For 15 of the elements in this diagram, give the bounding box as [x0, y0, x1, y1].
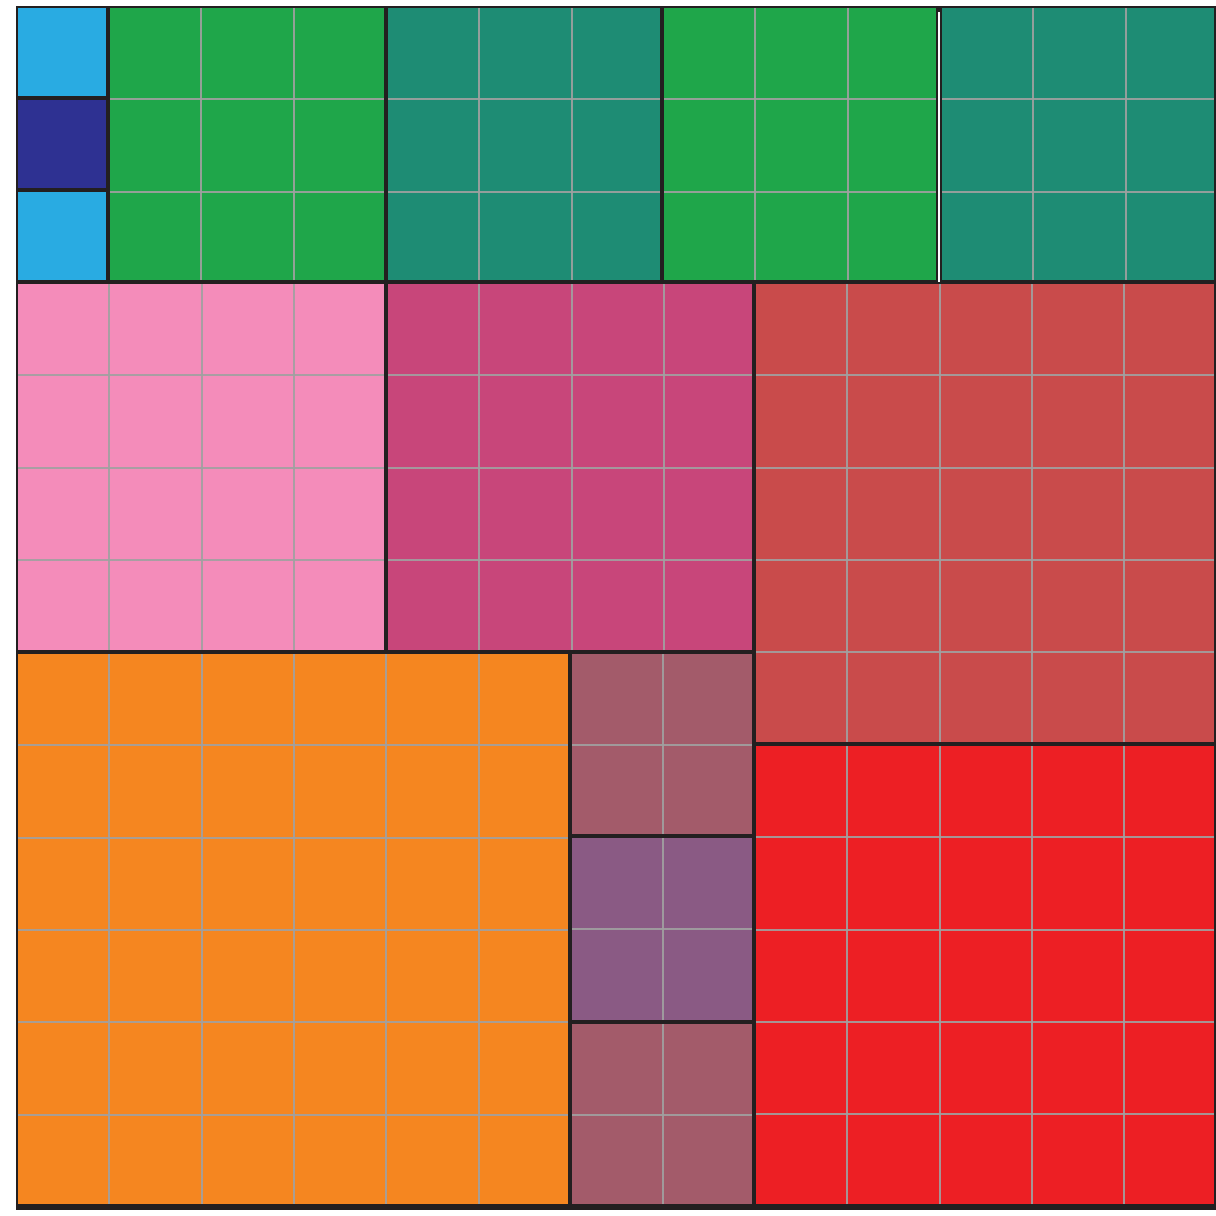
square-tile: [16, 190, 109, 283]
square-tile: [16, 652, 570, 1206]
square-tile: [16, 6, 109, 99]
square-tile: [385, 282, 755, 653]
square-tile: [569, 652, 755, 837]
square-tile: [16, 98, 109, 191]
square-tile: [939, 6, 1216, 283]
square-tile: [108, 6, 386, 283]
square-tile: [385, 6, 663, 283]
square-tile: [662, 6, 939, 283]
square-tile: [16, 282, 386, 653]
square-tile: [569, 836, 755, 1022]
square-tile: [754, 744, 1216, 1206]
square-tile: [569, 1021, 755, 1206]
square-tile: [754, 282, 1216, 745]
